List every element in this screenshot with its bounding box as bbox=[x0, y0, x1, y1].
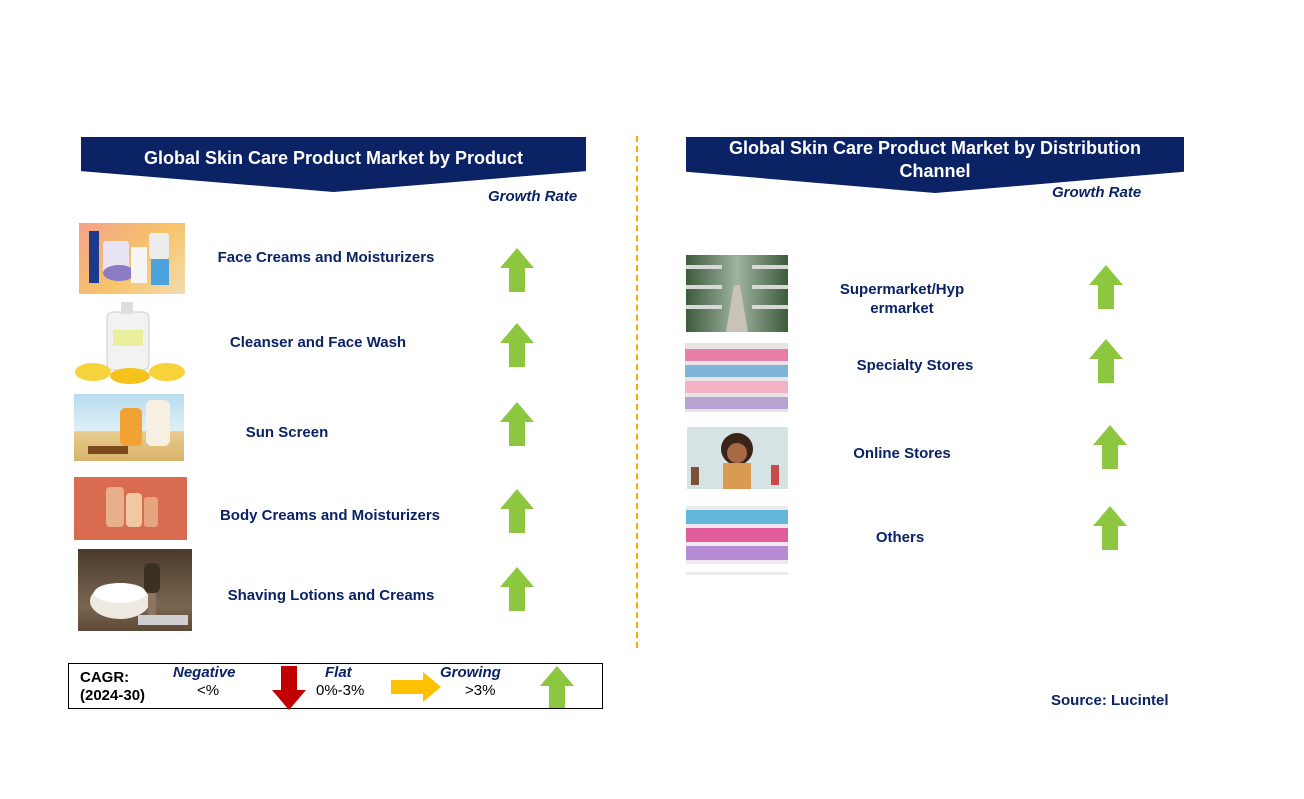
sun-screen-label: Sun Screen bbox=[245, 424, 329, 441]
sun-screen-up-arrow-icon bbox=[500, 402, 534, 446]
supermarket-label: Supermarket/Hyp ermarket bbox=[826, 280, 978, 318]
specialty-stores-up-arrow-icon bbox=[1089, 339, 1123, 383]
product-banner-title: Global Skin Care Product Market by Produ… bbox=[143, 148, 524, 168]
channel-banner-title-line1: Global Skin Care Product Market by Distr… bbox=[728, 138, 1142, 158]
channel-growth-header: Growth Rate bbox=[1052, 184, 1142, 201]
specialty-stores-image bbox=[685, 343, 788, 412]
legend-growing-label: Growing bbox=[440, 664, 501, 681]
shaving-image bbox=[78, 549, 192, 631]
specialty-stores-label: Specialty Stores bbox=[856, 357, 974, 374]
supermarket-up-arrow-icon bbox=[1089, 265, 1123, 309]
online-stores-up-arrow-icon bbox=[1093, 425, 1127, 469]
legend-flat-label: Flat bbox=[325, 664, 352, 681]
supermarket-label-line2: ermarket bbox=[870, 300, 934, 317]
face-creams-label: Face Creams and Moisturizers bbox=[217, 249, 435, 266]
legend-up-arrow-icon bbox=[540, 666, 574, 708]
shaving-up-arrow-icon bbox=[500, 567, 534, 611]
legend-flat-arrow-icon bbox=[391, 672, 441, 702]
body-creams-label: Body Creams and Moisturizers bbox=[219, 507, 441, 524]
cleanser-image bbox=[75, 302, 185, 384]
shaving-label: Shaving Lotions and Creams bbox=[227, 587, 435, 604]
body-creams-image bbox=[74, 477, 187, 540]
cleanser-label: Cleanser and Face Wash bbox=[229, 334, 407, 351]
legend-negative-range: <% bbox=[197, 682, 220, 699]
body-creams-up-arrow-icon bbox=[500, 489, 534, 533]
legend-cagr-label: CAGR: bbox=[80, 669, 130, 686]
channel-banner-title-line2: Channel bbox=[899, 161, 971, 181]
legend-down-arrow-icon bbox=[272, 666, 306, 710]
supermarket-image bbox=[686, 255, 788, 332]
legend-negative-label: Negative bbox=[173, 664, 236, 681]
others-up-arrow-icon bbox=[1093, 506, 1127, 550]
source-note: Source: Lucintel bbox=[1051, 692, 1169, 709]
legend-flat-range: 0%-3% bbox=[316, 682, 365, 699]
legend-growing-range: >3% bbox=[465, 682, 496, 699]
online-stores-image bbox=[687, 427, 788, 489]
product-growth-header: Growth Rate bbox=[488, 188, 578, 205]
others-image bbox=[686, 506, 788, 575]
cagr-legend: CAGR: (2024-30) Negative <% Flat 0%-3% G… bbox=[68, 663, 603, 710]
sun-screen-image bbox=[74, 394, 184, 461]
panel-divider bbox=[636, 136, 638, 648]
others-label: Others bbox=[875, 529, 925, 546]
product-banner: Global Skin Care Product Market by Produ… bbox=[81, 137, 586, 192]
face-creams-image bbox=[79, 223, 185, 294]
legend-period: (2024-30) bbox=[80, 687, 146, 704]
face-creams-up-arrow-icon bbox=[500, 248, 534, 292]
online-stores-label: Online Stores bbox=[853, 445, 951, 462]
cleanser-up-arrow-icon bbox=[500, 323, 534, 367]
supermarket-label-line1: Supermarket/Hyp bbox=[839, 281, 965, 298]
